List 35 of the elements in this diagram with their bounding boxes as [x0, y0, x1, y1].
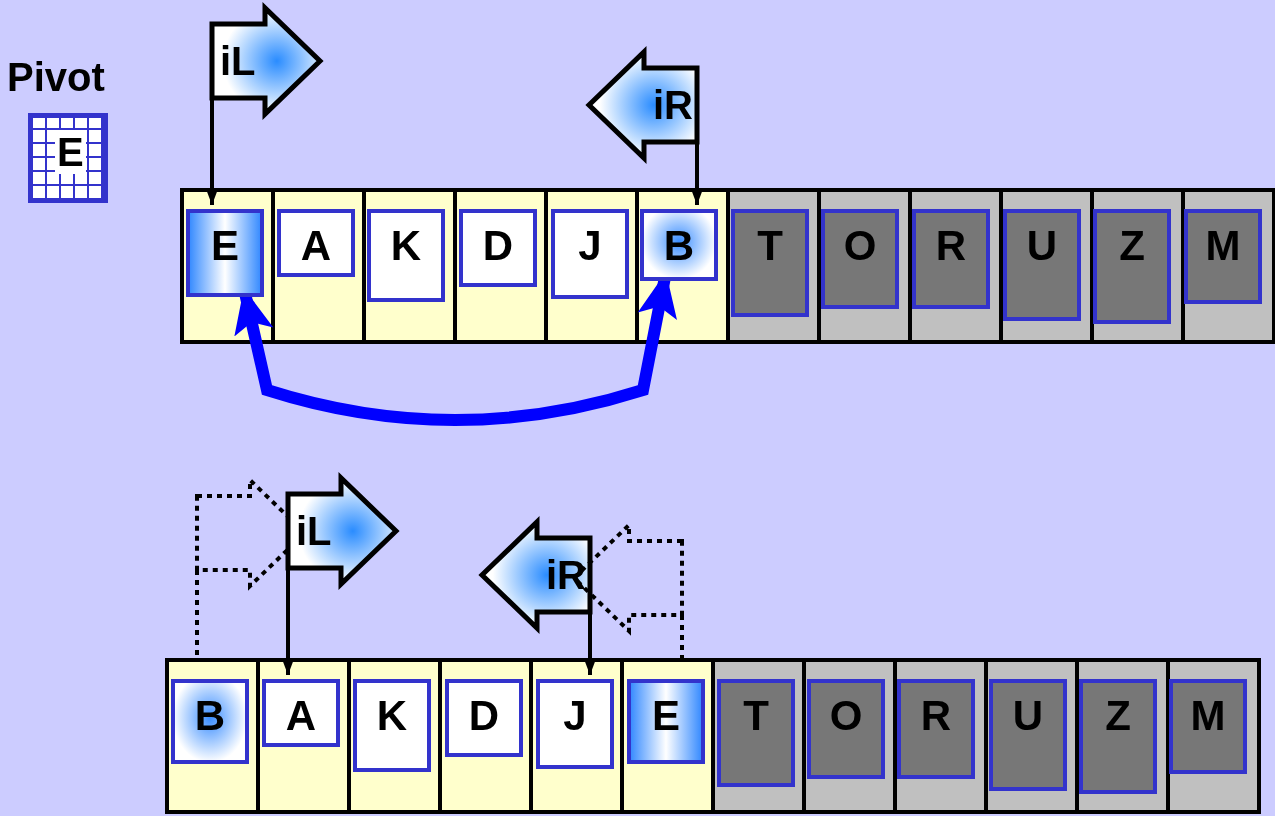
letter-tile: U — [989, 679, 1067, 791]
letter-tile: B — [171, 679, 249, 764]
pivot-heading: Pivot — [7, 55, 105, 99]
letter-tile: D — [459, 209, 537, 287]
letter-tile: M — [1184, 209, 1262, 304]
pointer-label: iR — [653, 83, 693, 127]
letter-tile: Z — [1093, 209, 1171, 324]
letter-tile: J — [536, 679, 614, 769]
letter-tile: E — [627, 679, 705, 764]
letter-tile: D — [445, 679, 523, 757]
letter-tile: T — [731, 209, 809, 317]
letter-tile: E — [186, 209, 264, 297]
letter-tile: B — [640, 209, 718, 281]
pointer-label: iL — [220, 39, 256, 83]
letter-tile: M — [1169, 679, 1247, 774]
pointer-label: iL — [296, 509, 332, 553]
arrow — [584, 632, 596, 675]
arrow — [691, 162, 703, 205]
letter-tile: U — [1003, 209, 1081, 321]
letter-tile: T — [717, 679, 795, 787]
letter-tile: A — [277, 209, 355, 277]
letter-tile: K — [353, 679, 431, 772]
letter-tile: O — [821, 209, 899, 309]
letter-tile: Z — [1079, 679, 1157, 794]
arrow — [282, 588, 294, 675]
letter-tile: O — [807, 679, 885, 779]
letter-tile: R — [912, 209, 990, 309]
arrow — [206, 118, 218, 205]
letter-tile: J — [551, 209, 629, 299]
letter-tile: K — [367, 209, 445, 302]
dotted-line — [680, 635, 684, 658]
pivot-letter: E — [55, 130, 86, 174]
letter-tile: A — [262, 679, 340, 747]
dotted-line — [195, 590, 199, 658]
letter-tile: R — [897, 679, 975, 779]
